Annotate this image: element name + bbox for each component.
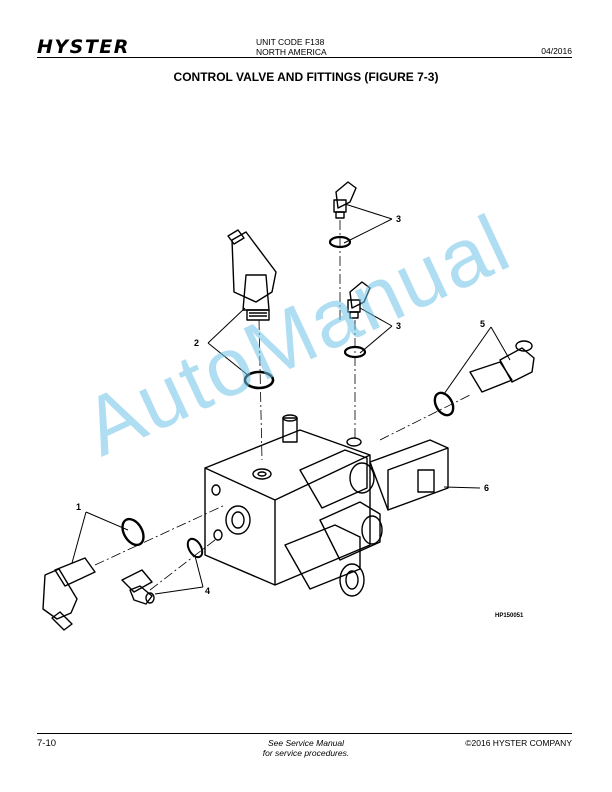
region: NORTH AMERICA [256,47,327,57]
o-ring-3-upper [328,235,352,249]
callout-6: 6 [484,483,489,493]
issue-date: 04/2016 [541,46,572,56]
elbow-fitting-2 [227,229,277,321]
callout-1: 1 [76,502,81,512]
unit-code-block: UNIT CODE F138 NORTH AMERICA [256,37,327,57]
solenoid-coil-6 [369,439,449,511]
centerline-4 [149,539,216,591]
elbow-fitting-4 [121,569,155,605]
callout-3-upper: 3 [396,214,401,224]
o-ring-3-lower [343,345,367,359]
valve-body [204,414,371,586]
centerline-5 [379,394,471,441]
elbow-fitting-3-upper [333,181,357,219]
o-ring-4 [186,537,204,559]
header-rule [37,57,572,58]
copyright: ©2016 HYSTER COMPANY [465,738,572,748]
page-number: 7-10 [37,738,57,749]
unit-code: UNIT CODE F138 [256,37,325,47]
callouts: 2 3 3 5 6 1 4 [76,214,489,596]
page-title: CONTROL VALVE AND FITTINGS (FIGURE 7-3) [173,70,439,84]
service-note-line-2: for service procedures. [262,748,350,758]
centerline-1 [94,504,226,566]
elbow-fitting-1 [42,557,96,631]
footer-rule [37,733,572,734]
callout-3-lower: 3 [396,321,401,331]
callout-5: 5 [480,319,485,329]
straight-fitting-5 [469,340,535,393]
callout-4: 4 [205,586,210,596]
solenoid-cartridges [284,449,383,597]
o-ring-1 [121,517,145,547]
callout-2: 2 [194,338,199,348]
figure-id: HP150051 [495,613,524,619]
brand-logo: HYSTER [37,36,130,58]
elbow-fitting-3-lower [347,281,371,319]
centerline-2 [258,319,263,461]
service-note: See Service Manual for service procedure… [0,738,612,758]
o-ring-2 [243,370,275,390]
o-ring-5 [433,391,455,417]
service-note-line-1: See Service Manual [267,738,345,748]
